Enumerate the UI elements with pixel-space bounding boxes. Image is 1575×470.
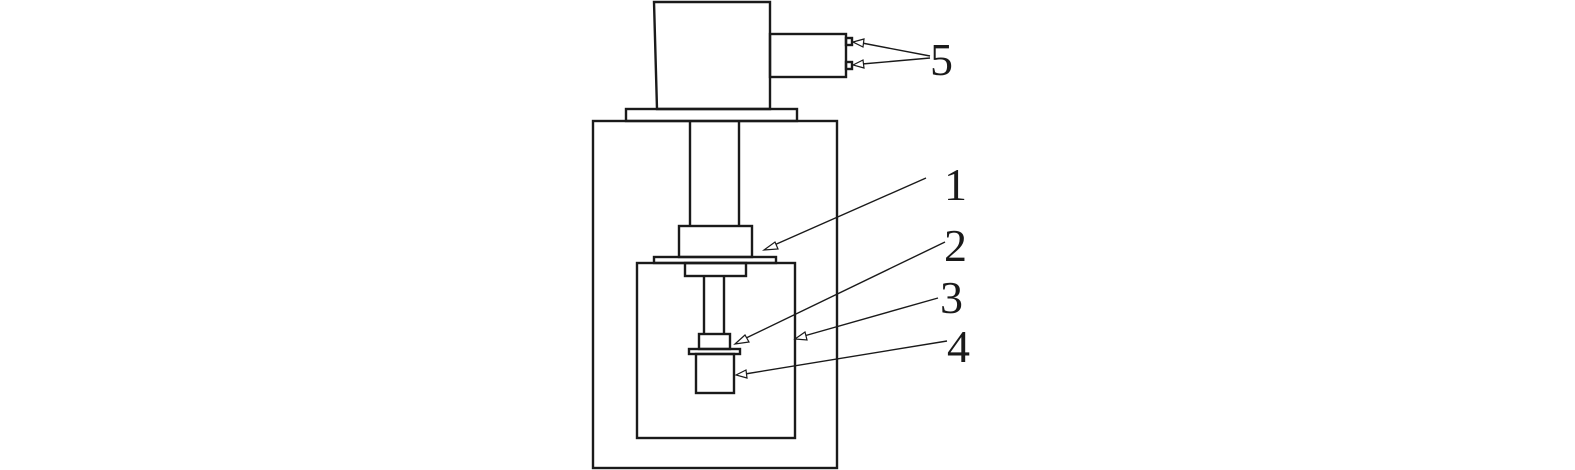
terminal-lower bbox=[844, 60, 854, 71]
side-connector-box bbox=[768, 32, 848, 79]
callout-label-5: 5 bbox=[930, 34, 953, 85]
leader-line-2 bbox=[741, 241, 946, 341]
arrowhead-3 bbox=[793, 331, 808, 341]
arrowhead-2 bbox=[733, 334, 750, 345]
sample-holder bbox=[694, 352, 736, 395]
mounting-plate bbox=[624, 107, 799, 123]
callout-label-3: 3 bbox=[940, 272, 963, 323]
collar bbox=[697, 332, 732, 351]
outer-chamber bbox=[591, 119, 839, 470]
leader-line-1 bbox=[771, 177, 927, 247]
arrowhead-4 bbox=[734, 369, 748, 379]
callout-label-4: 4 bbox=[947, 321, 970, 372]
callout-label-1: 1 bbox=[944, 159, 967, 210]
drive-unit-housing bbox=[652, 0, 772, 111]
arrowhead-5-lower bbox=[851, 59, 865, 69]
terminal-upper bbox=[844, 36, 854, 47]
arrowhead-5-upper bbox=[851, 38, 865, 48]
leader-line-5-upper bbox=[861, 42, 931, 57]
leader-line-5-lower bbox=[861, 57, 931, 65]
inner-chamber bbox=[635, 261, 797, 440]
leader-line-3 bbox=[803, 297, 939, 337]
coupling-block bbox=[677, 224, 754, 259]
leader-line-4 bbox=[744, 340, 948, 375]
arrowhead-1 bbox=[761, 241, 779, 251]
upper-adapter bbox=[683, 261, 748, 278]
callout-label-2: 2 bbox=[944, 220, 967, 271]
